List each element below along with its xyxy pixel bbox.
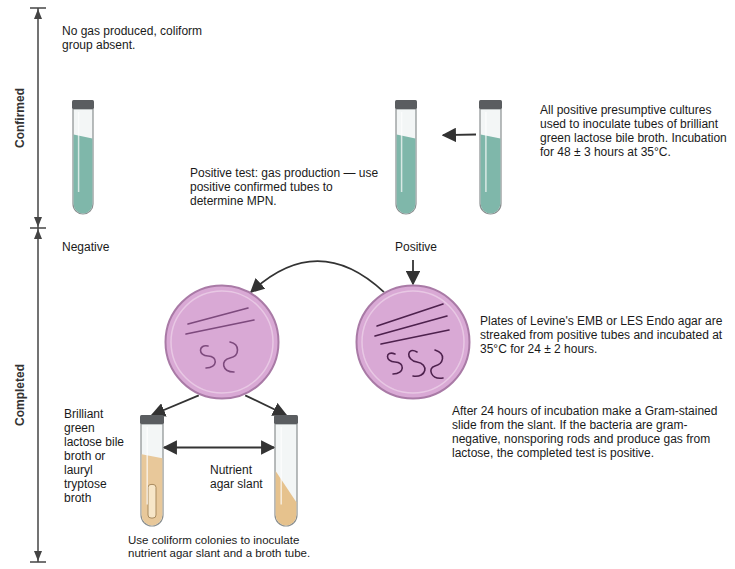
note-text: Positive test: gas production — use posi… — [190, 166, 385, 208]
bracket-arrowheads — [34, 9, 42, 561]
node-text: Negative — [62, 240, 132, 254]
test-tube — [479, 100, 502, 215]
node-text: All positive presumptive cultures used t… — [540, 103, 730, 159]
node-text: Nutrient agar slant — [210, 463, 268, 491]
agar-plate — [355, 284, 471, 400]
flow-arrow — [251, 261, 384, 292]
colony-plate: Use coliform colonies to inoculate nutri… — [164, 284, 280, 400]
node-text: Use coliform colonies to inoculate nutri… — [128, 534, 328, 560]
slant-tube: Nutrient agar slant — [274, 415, 298, 527]
test-tube — [140, 415, 164, 527]
stage-bracket — [30, 8, 46, 562]
node-text: No gas produced, coliform group absent. — [62, 24, 222, 52]
negative-tube: No gas produced, coliform group absent.N… — [62, 100, 132, 260]
bglb-tube: All positive presumptive cultures used t… — [476, 100, 504, 215]
flow-arrow — [245, 395, 286, 415]
agar-plate — [164, 284, 280, 400]
flow-arrow — [152, 395, 199, 415]
node-text: Positive — [395, 240, 443, 254]
test-tube — [395, 100, 417, 215]
emb-plate: Plates of Levine's EMB or LES Endo agar … — [355, 284, 471, 400]
flow-arrow — [412, 260, 414, 284]
node-text: Plates of Levine's EMB or LES Endo agar … — [480, 314, 730, 356]
node-text: Brilliant green lactose bile broth or la… — [64, 407, 134, 505]
stage-label: Confirmed — [13, 88, 27, 148]
test-tube — [72, 100, 94, 215]
flow-arrow — [443, 134, 476, 136]
flow-arrow — [164, 447, 274, 449]
note-text: After 24 hours of incubation make a Gram… — [452, 404, 730, 460]
positive-tube: Positive — [393, 100, 443, 260]
broth-tube: Brilliant green lactose bile broth or la… — [140, 415, 164, 527]
stage-label: Completed — [13, 364, 27, 426]
test-tube — [274, 415, 298, 527]
